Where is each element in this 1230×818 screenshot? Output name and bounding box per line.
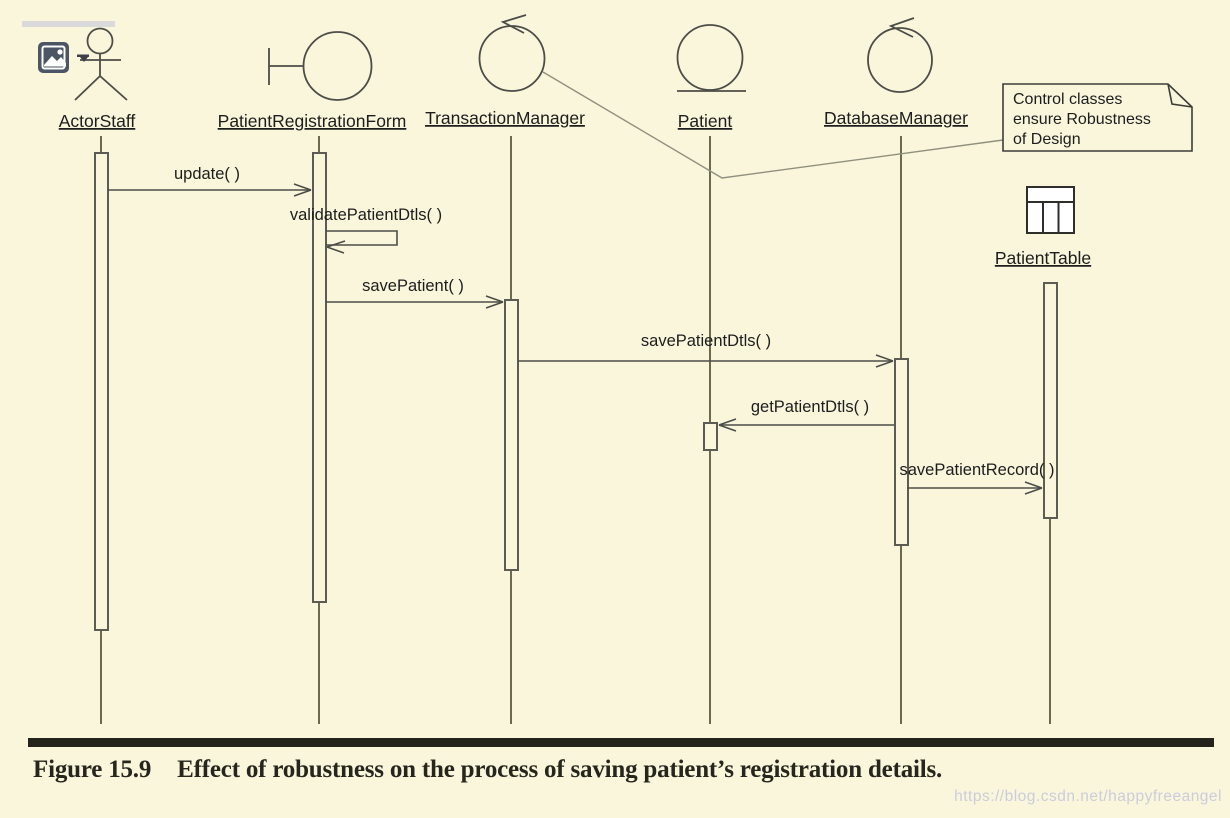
note-line: of Design (1013, 131, 1081, 148)
activation-patientregistrationform (312, 152, 327, 603)
participant-label-patient: Patient (678, 111, 733, 131)
message-label-validatepatientdtls: validatePatientDtls( ) (290, 206, 442, 224)
activation-patienttable (1043, 282, 1058, 519)
watermark-url: https://blog.csdn.net/happyfreeangel (954, 788, 1222, 805)
activation-patient (703, 422, 718, 451)
message-savepatient (326, 295, 504, 309)
caption-rule (28, 738, 1214, 747)
gray-strip-artifact (22, 21, 115, 27)
message-label-update: update( ) (174, 165, 240, 183)
note-line: Control classes (1013, 91, 1122, 108)
activations (94, 152, 1058, 631)
lifelines (100, 136, 1051, 724)
message-getpatientdtls (718, 418, 894, 432)
note: Control classes ensure Robustness of Des… (1002, 83, 1193, 152)
message-label-savepatient: savePatient( ) (362, 277, 464, 295)
participant-label-databasemanager: DatabaseManager (824, 108, 968, 128)
participant-label-patientregistrationform: PatientRegistrationForm (218, 111, 407, 131)
message-update (108, 183, 312, 197)
boundary-icon (268, 31, 373, 101)
activation-databasemanager (894, 358, 909, 546)
actor-icon (74, 27, 128, 101)
message-label-savepatientrecord: savePatientRecord( ) (900, 461, 1055, 479)
message-savepatientdtls (518, 354, 894, 368)
message-validatepatientdtls (326, 230, 398, 254)
activation-actorstaff (94, 152, 109, 631)
message-label-getpatientdtls: getPatientDtls( ) (751, 398, 869, 416)
figure-caption: Figure 15.9 Effect of robustness on the p… (33, 756, 942, 784)
cursor-artifact (77, 54, 89, 62)
broken-image-icon (38, 42, 69, 73)
message-savepatientrecord (907, 481, 1043, 495)
note-fold-corner (1167, 83, 1193, 108)
sequence-diagram: ActorStaff PatientRegistrationForm Trans… (22, 14, 1193, 724)
entity-icon (676, 24, 746, 92)
note-connector (542, 71, 1004, 179)
figure-title: Effect of robustness on the process of s… (177, 756, 943, 783)
participant-label-actorstaff: ActorStaff (59, 111, 136, 131)
participant-label-patienttable: PatientTable (995, 248, 1091, 268)
table-icon (1026, 186, 1075, 234)
figure-number: Figure 15.9 (33, 756, 152, 783)
note-line: ensure Robustness (1013, 111, 1151, 128)
control-icon (478, 14, 546, 92)
participant-label-transactionmanager: TransactionManager (425, 108, 585, 128)
activation-transactionmanager (504, 299, 519, 571)
message-label-savepatientdtls: savePatientDtls( ) (641, 332, 771, 350)
control-icon (867, 17, 933, 93)
